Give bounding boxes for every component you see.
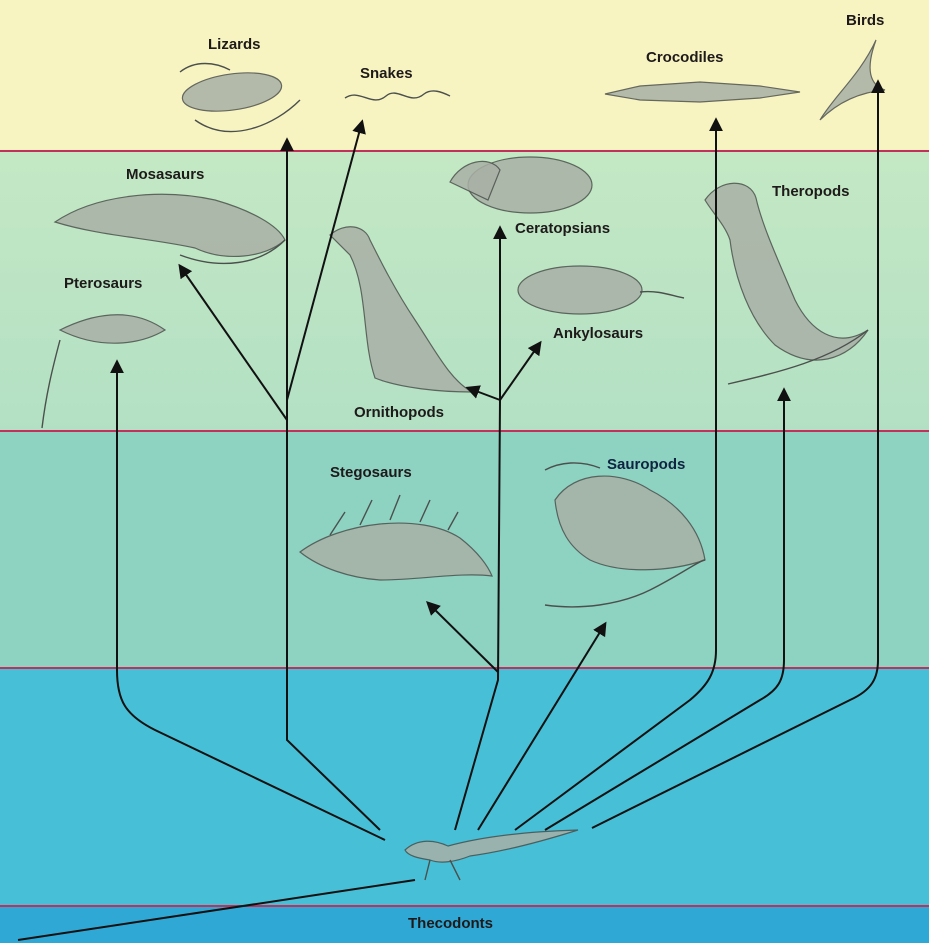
label-theropods: Theropods — [772, 183, 850, 200]
pterosaur-illustration — [42, 315, 165, 428]
label-ornithopods: Ornithopods — [354, 404, 444, 421]
label-mosasaurs: Mosasaurs — [126, 166, 204, 183]
arrow-sauropods — [478, 624, 605, 830]
arrow-main-trunk — [455, 228, 500, 830]
label-lizards: Lizards — [208, 36, 261, 53]
ceratopsian-illustration — [450, 157, 592, 213]
arrow-ankylosaurs — [500, 343, 540, 400]
thecodont-illustration — [405, 830, 578, 880]
crocodile-illustration — [605, 82, 800, 102]
arrow-snakes — [287, 122, 362, 400]
label-snakes: Snakes — [360, 65, 413, 82]
label-ceratopsians: Ceratopsians — [515, 220, 610, 237]
arrow-thecodonts-ancestry — [18, 880, 415, 940]
snake-illustration — [345, 91, 450, 100]
mosasaur-illustration — [55, 194, 285, 263]
label-pterosaurs: Pterosaurs — [64, 275, 142, 292]
stegosaur-illustration — [300, 495, 492, 580]
arrow-pterosaurs — [117, 362, 385, 840]
label-thecodonts: Thecodonts — [408, 915, 493, 932]
arrow-ornithopods — [468, 388, 500, 400]
label-crocodiles: Crocodiles — [646, 49, 724, 66]
label-birds: Birds — [846, 12, 884, 29]
label-sauropods: Sauropods — [607, 456, 685, 473]
arrow-mosasaurs — [180, 266, 287, 420]
ankylosaur-illustration — [518, 266, 684, 314]
theropod-illustration — [705, 183, 868, 384]
lizard-illustration — [180, 64, 300, 132]
label-stegosaurs: Stegosaurs — [330, 464, 412, 481]
arrow-stegosaurs — [428, 603, 498, 672]
label-ankylosaurs: Ankylosaurs — [553, 325, 643, 342]
bird-illustration — [820, 40, 885, 120]
sauropod-illustration — [545, 463, 705, 607]
ornithopod-illustration — [330, 227, 472, 392]
